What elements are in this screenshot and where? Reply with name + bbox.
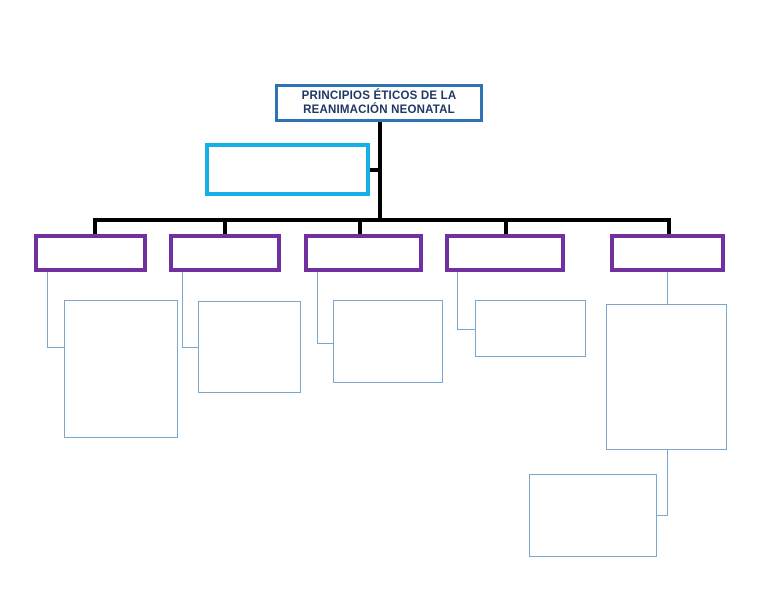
node-category-3-label xyxy=(360,251,368,255)
connector-drop-category-1 xyxy=(93,218,97,236)
node-leaf-6-label xyxy=(589,514,597,518)
node-leaf-5[interactable] xyxy=(606,304,727,450)
node-title-label: PRINCIPIOS ÉTICOS DE LA REANIMACIÓN NEON… xyxy=(301,89,457,116)
connector-category-3-to-leaf-3-horizontal xyxy=(317,343,333,344)
connector-drop-category-3 xyxy=(358,218,362,236)
node-leaf-3[interactable] xyxy=(333,300,443,383)
node-leaf-6[interactable] xyxy=(529,474,657,557)
connector-category-2-to-leaf-2-vertical xyxy=(182,272,183,348)
node-leaf-2-label xyxy=(246,345,254,349)
connector-category-1-to-leaf-1-vertical xyxy=(47,272,48,348)
node-leaf-5-label xyxy=(663,375,671,379)
node-category-3[interactable] xyxy=(304,234,423,272)
connector-category-4-to-leaf-4-vertical xyxy=(457,272,458,330)
connector-leaf-5-to-leaf-6-vertical xyxy=(667,450,668,516)
node-leaf-1-label xyxy=(117,367,125,371)
node-leaf-3-label xyxy=(384,340,392,344)
connector-category-1-to-leaf-1-horizontal xyxy=(47,347,64,348)
node-leaf-1[interactable] xyxy=(64,300,178,438)
connector-drop-category-5 xyxy=(667,218,671,236)
node-leaf-4[interactable] xyxy=(475,300,586,357)
connector-leaf-5-to-leaf-6-horizontal xyxy=(656,515,668,516)
connector-category-5-to-leaf-5 xyxy=(667,272,668,304)
node-category-2[interactable] xyxy=(169,234,281,272)
node-subtitle[interactable] xyxy=(205,143,370,196)
connector-category-4-to-leaf-4-horizontal xyxy=(457,329,475,330)
node-category-2-label xyxy=(221,251,229,255)
node-category-4-label xyxy=(501,251,509,255)
connector-horizontal-bus xyxy=(93,218,671,222)
node-leaf-4-label xyxy=(527,327,535,331)
node-category-5-label xyxy=(664,251,672,255)
node-subtitle-label xyxy=(284,168,292,172)
node-title[interactable]: PRINCIPIOS ÉTICOS DE LA REANIMACIÓN NEON… xyxy=(275,84,483,122)
connector-drop-category-2 xyxy=(223,218,227,236)
node-leaf-2[interactable] xyxy=(198,301,301,393)
node-category-5[interactable] xyxy=(610,234,725,272)
node-category-1[interactable] xyxy=(34,234,147,272)
connector-category-2-to-leaf-2-horizontal xyxy=(182,347,198,348)
node-category-4[interactable] xyxy=(445,234,565,272)
node-category-1-label xyxy=(87,251,95,255)
connector-title-to-subtitle xyxy=(366,168,382,172)
connector-drop-category-4 xyxy=(504,218,508,236)
connector-category-3-to-leaf-3-vertical xyxy=(317,272,318,344)
